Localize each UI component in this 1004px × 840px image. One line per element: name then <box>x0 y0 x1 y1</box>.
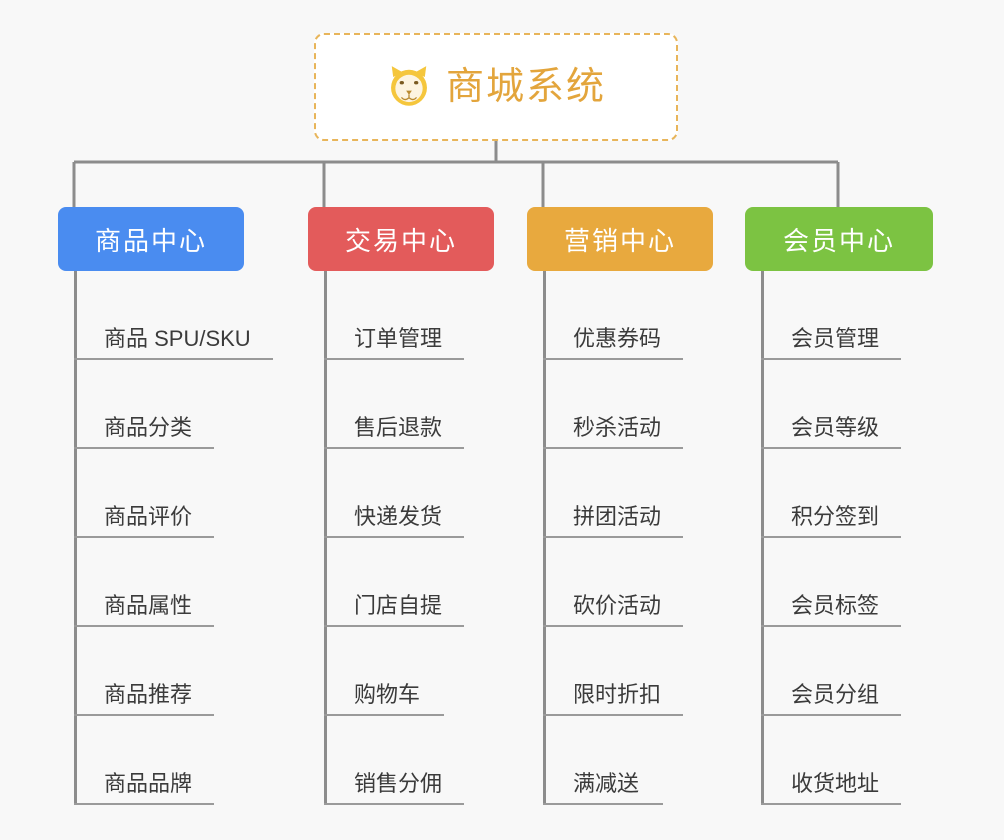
leaf-label: 会员标签 <box>791 592 880 618</box>
branch-header-member[interactable]: 会员中心 <box>745 207 933 271</box>
leaf-label: 商品分类 <box>104 414 193 440</box>
branch-header-label: 交易中心 <box>344 225 457 256</box>
leaf-label: 商品属性 <box>104 592 193 618</box>
branch-column-trade: 交易中心 订单管理 售后退款 快递发货 门店自提 购物车 销售分佣 <box>308 207 494 805</box>
leaf-label: 满减送 <box>573 770 640 796</box>
branch-trunk <box>74 271 77 805</box>
leaf-label: 商品 SPU/SKU <box>104 325 251 351</box>
branch-header-label: 营销中心 <box>563 225 676 256</box>
leaf-label: 限时折扣 <box>573 681 662 707</box>
leaf-label: 商品评价 <box>104 503 193 529</box>
leaf-item[interactable]: 积分签到 <box>761 449 902 538</box>
branch-header-label: 会员中心 <box>782 225 895 256</box>
branch-header-trade[interactable]: 交易中心 <box>308 207 494 271</box>
leaf-label: 商品推荐 <box>104 681 193 707</box>
leaf-label: 商品品牌 <box>104 770 193 796</box>
branch-body-member: 会员管理 会员等级 积分签到 会员标签 会员分组 收货地址 <box>745 271 933 805</box>
leaf-item[interactable]: 会员管理 <box>761 271 902 360</box>
leaf-item[interactable]: 限时折扣 <box>543 627 684 716</box>
leaf-item[interactable]: 秒杀活动 <box>543 360 684 449</box>
leaf-item[interactable]: 优惠券码 <box>543 271 684 360</box>
leaf-label: 收货地址 <box>791 770 880 796</box>
leaf-item[interactable]: 商品分类 <box>74 360 215 449</box>
leaf-item[interactable]: 售后退款 <box>324 360 465 449</box>
leaf-item[interactable]: 快递发货 <box>324 449 465 538</box>
leaf-label: 门店自提 <box>354 592 443 618</box>
leaf-label: 会员管理 <box>791 325 880 351</box>
leaf-item[interactable]: 会员分组 <box>761 627 902 716</box>
leaf-label: 会员分组 <box>791 681 880 707</box>
root-node[interactable]: 商城系统 <box>314 33 678 141</box>
branch-header-label: 商品中心 <box>94 225 207 256</box>
leaf-item[interactable]: 订单管理 <box>324 271 465 360</box>
branch-body-product: 商品 SPU/SKU 商品分类 商品评价 商品属性 商品推荐 商品品牌 <box>58 271 273 805</box>
branch-header-marketing[interactable]: 营销中心 <box>527 207 713 271</box>
leaf-label: 优惠券码 <box>573 325 662 351</box>
branch-header-product[interactable]: 商品中心 <box>58 207 244 271</box>
leaf-label: 售后退款 <box>354 414 443 440</box>
leaf-label: 拼团活动 <box>573 503 662 529</box>
leaf-label: 订单管理 <box>354 325 443 351</box>
leaf-label: 快递发货 <box>354 503 443 529</box>
leaf-item[interactable]: 商品属性 <box>74 538 215 627</box>
leaf-label: 积分签到 <box>791 503 880 529</box>
leaf-item[interactable]: 拼团活动 <box>543 449 684 538</box>
branch-trunk <box>761 271 764 805</box>
root-title: 商城系统 <box>445 66 606 108</box>
leaf-item[interactable]: 砍价活动 <box>543 538 684 627</box>
branch-body-marketing: 优惠券码 秒杀活动 拼团活动 砍价活动 限时折扣 满减送 <box>527 271 713 805</box>
leaf-item[interactable]: 商品评价 <box>74 449 215 538</box>
leaf-item[interactable]: 商品推荐 <box>74 627 215 716</box>
branch-column-marketing: 营销中心 优惠券码 秒杀活动 拼团活动 砍价活动 限时折扣 满减送 <box>527 207 713 805</box>
leaf-label: 砍价活动 <box>573 592 662 618</box>
branch-trunk <box>543 271 546 805</box>
leaf-item[interactable]: 商品品牌 <box>74 716 215 805</box>
leaf-item[interactable]: 会员等级 <box>761 360 902 449</box>
leaf-item[interactable]: 收货地址 <box>761 716 902 805</box>
shiba-dog-face-icon <box>391 66 427 106</box>
leaf-item[interactable]: 销售分佣 <box>324 716 465 805</box>
leaf-item[interactable]: 商品 SPU/SKU <box>74 271 273 360</box>
leaf-item[interactable]: 满减送 <box>543 716 663 805</box>
leaf-item[interactable]: 门店自提 <box>324 538 465 627</box>
leaf-item[interactable]: 会员标签 <box>761 538 902 627</box>
leaf-label: 会员等级 <box>791 414 880 440</box>
branch-body-trade: 订单管理 售后退款 快递发货 门店自提 购物车 销售分佣 <box>308 271 494 805</box>
branch-trunk <box>324 271 327 805</box>
branch-column-product: 商品中心 商品 SPU/SKU 商品分类 商品评价 商品属性 商品推荐 商品品牌 <box>58 207 273 805</box>
branch-column-member: 会员中心 会员管理 会员等级 积分签到 会员标签 会员分组 收货地址 <box>745 207 933 805</box>
leaf-item[interactable]: 购物车 <box>324 627 444 716</box>
leaf-label: 秒杀活动 <box>573 414 662 440</box>
leaf-label: 销售分佣 <box>354 770 443 796</box>
leaf-label: 购物车 <box>354 681 421 707</box>
